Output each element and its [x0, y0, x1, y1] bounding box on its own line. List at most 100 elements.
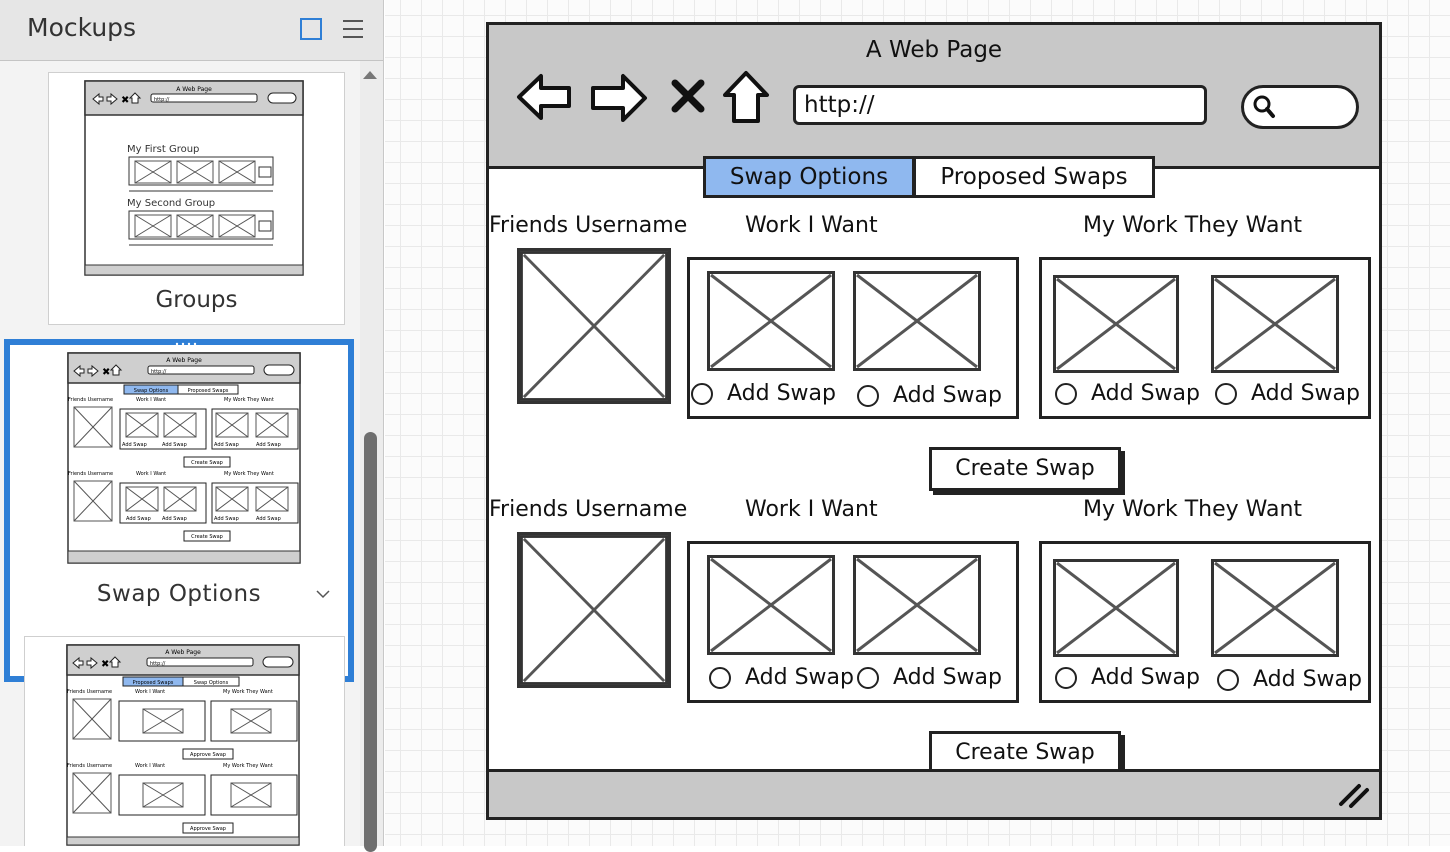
my-work-image-1[interactable] [1053, 275, 1179, 373]
svg-text:My Work They Want: My Work They Want [224, 471, 274, 477]
mockup-card-groups[interactable]: A Web Page ✖ http:// My First Group My S… [48, 72, 345, 325]
radio-label: Add Swap [893, 383, 1002, 408]
tab-proposed-swaps[interactable]: Proposed Swaps [913, 156, 1155, 198]
svg-text:A Web Page: A Web Page [166, 357, 202, 364]
svg-text:Work I Want: Work I Want [136, 471, 166, 477]
add-swap-radio[interactable]: Add Swap [691, 381, 836, 406]
create-swap-button[interactable]: Create Swap [929, 447, 1121, 491]
radio-circle[interactable] [1055, 666, 1077, 689]
radio-circle[interactable] [691, 382, 713, 405]
svg-text:✖: ✖ [101, 659, 109, 670]
list-menu-icon[interactable] [341, 17, 365, 41]
svg-text:Add Swap: Add Swap [256, 516, 281, 522]
svg-text:Proposed Swaps: Proposed Swaps [133, 680, 174, 686]
browser-window-mockup[interactable]: A Web Page http:// Swap Options Proposed… [486, 22, 1382, 820]
card-caption: Swap Options [96, 581, 262, 607]
svg-text:Friends Username: Friends Username [68, 471, 113, 477]
radio-label: Add Swap [1091, 665, 1200, 690]
radio-label: Add Swap [1251, 381, 1360, 406]
svg-text:Add Swap: Add Swap [162, 442, 187, 448]
svg-text:http://: http:// [150, 661, 166, 667]
friends-username-label: Friends Username [489, 213, 688, 238]
svg-text:Create Swap: Create Swap [191, 534, 223, 540]
friends-username-label: Friends Username [489, 497, 688, 522]
my-work-they-want-label: My Work They Want [1083, 213, 1303, 238]
radio-circle[interactable] [1215, 382, 1237, 405]
search-icon [1253, 95, 1275, 118]
svg-text:✖: ✖ [121, 95, 129, 106]
svg-text:My First Group: My First Group [127, 144, 199, 155]
friend-avatar-image [517, 532, 671, 688]
mockup-card-swap-options[interactable]: A Web Page ✖ http:// Swap Options Propos… [4, 339, 354, 682]
svg-text:http://: http:// [151, 369, 167, 375]
groups-thumbnail: A Web Page ✖ http:// My First Group My S… [84, 80, 304, 276]
add-swap-radio[interactable]: Add Swap [857, 665, 1002, 690]
work-image-1[interactable] [707, 271, 835, 371]
svg-text:A Web Page: A Web Page [165, 649, 201, 656]
svg-text:Swap Options: Swap Options [134, 388, 169, 394]
my-work-image-2[interactable] [1211, 559, 1339, 657]
mockup-list[interactable]: A Web Page ✖ http:// My First Group My S… [0, 61, 360, 846]
add-swap-radio[interactable]: Add Swap [1217, 667, 1362, 692]
svg-text:Create Swap: Create Swap [191, 460, 223, 466]
forward-arrow-icon[interactable] [589, 71, 649, 125]
friend-avatar-image [517, 248, 671, 404]
back-arrow-icon[interactable] [515, 71, 573, 123]
work-image-1[interactable] [707, 555, 835, 655]
panel-title: Mockups [27, 13, 137, 42]
work-i-want-label: Work I Want [745, 497, 878, 522]
search-input[interactable] [1241, 85, 1359, 129]
svg-text:Friends Username: Friends Username [67, 689, 112, 695]
svg-text:My Work They Want: My Work They Want [223, 763, 273, 769]
svg-text:Work I Want: Work I Want [136, 397, 166, 403]
my-work-image-1[interactable] [1053, 559, 1179, 657]
svg-text:My Work They Want: My Work They Want [223, 689, 273, 695]
resize-grip-icon[interactable] [1337, 782, 1371, 808]
svg-text:Friends Username: Friends Username [68, 397, 113, 403]
panel-scrollbar-thumb[interactable] [364, 432, 377, 852]
radio-circle[interactable] [709, 666, 731, 689]
radio-label: Add Swap [1091, 381, 1200, 406]
mockup-card-proposed-swaps[interactable]: A Web Page ✖ http:// Proposed Swaps Swap… [24, 636, 345, 846]
radio-label: Add Swap [745, 665, 854, 690]
svg-text:My Work They Want: My Work They Want [224, 397, 274, 403]
drag-handle-icon[interactable] [174, 341, 198, 347]
home-icon[interactable] [721, 69, 771, 125]
radio-circle[interactable] [857, 384, 879, 407]
svg-text:Approve Swap: Approve Swap [190, 826, 226, 832]
svg-text:My Second Group: My Second Group [127, 198, 215, 209]
chevron-down-icon[interactable] [316, 589, 330, 599]
svg-text:Add Swap: Add Swap [214, 442, 239, 448]
card-caption: Groups [155, 287, 238, 313]
svg-text:Swap Options: Swap Options [194, 680, 229, 686]
my-work-image-2[interactable] [1211, 275, 1339, 373]
svg-text:✖: ✖ [102, 367, 110, 378]
scroll-up-arrow-icon[interactable] [362, 70, 378, 80]
url-input[interactable]: http:// [793, 85, 1207, 125]
my-work-they-want-label: My Work They Want [1083, 497, 1303, 522]
close-icon[interactable] [671, 79, 705, 113]
grid-view-icon[interactable] [300, 18, 322, 40]
add-swap-radio[interactable]: Add Swap [709, 665, 854, 690]
work-image-2[interactable] [853, 555, 981, 655]
radio-label: Add Swap [893, 665, 1002, 690]
radio-label: Add Swap [1253, 667, 1362, 692]
radio-circle[interactable] [857, 666, 879, 689]
svg-text:Work I Want: Work I Want [135, 689, 165, 695]
svg-text:Add Swap: Add Swap [126, 516, 151, 522]
tab-swap-options[interactable]: Swap Options [703, 156, 915, 198]
add-swap-radio[interactable]: Add Swap [1215, 381, 1360, 406]
add-swap-radio[interactable]: Add Swap [857, 383, 1002, 408]
radio-label: Add Swap [727, 381, 836, 406]
radio-circle[interactable] [1055, 382, 1077, 405]
svg-text:Proposed Swaps: Proposed Swaps [188, 388, 229, 394]
svg-text:Add Swap: Add Swap [162, 516, 187, 522]
work-i-want-label: Work I Want [745, 213, 878, 238]
add-swap-radio[interactable]: Add Swap [1055, 381, 1200, 406]
panel-header: Mockups [0, 0, 383, 61]
work-image-2[interactable] [853, 271, 981, 371]
radio-circle[interactable] [1217, 668, 1239, 691]
svg-text:Add Swap: Add Swap [214, 516, 239, 522]
add-swap-radio[interactable]: Add Swap [1055, 665, 1200, 690]
mockups-panel: Mockups A Web Page ✖ http:// My F [0, 0, 384, 852]
